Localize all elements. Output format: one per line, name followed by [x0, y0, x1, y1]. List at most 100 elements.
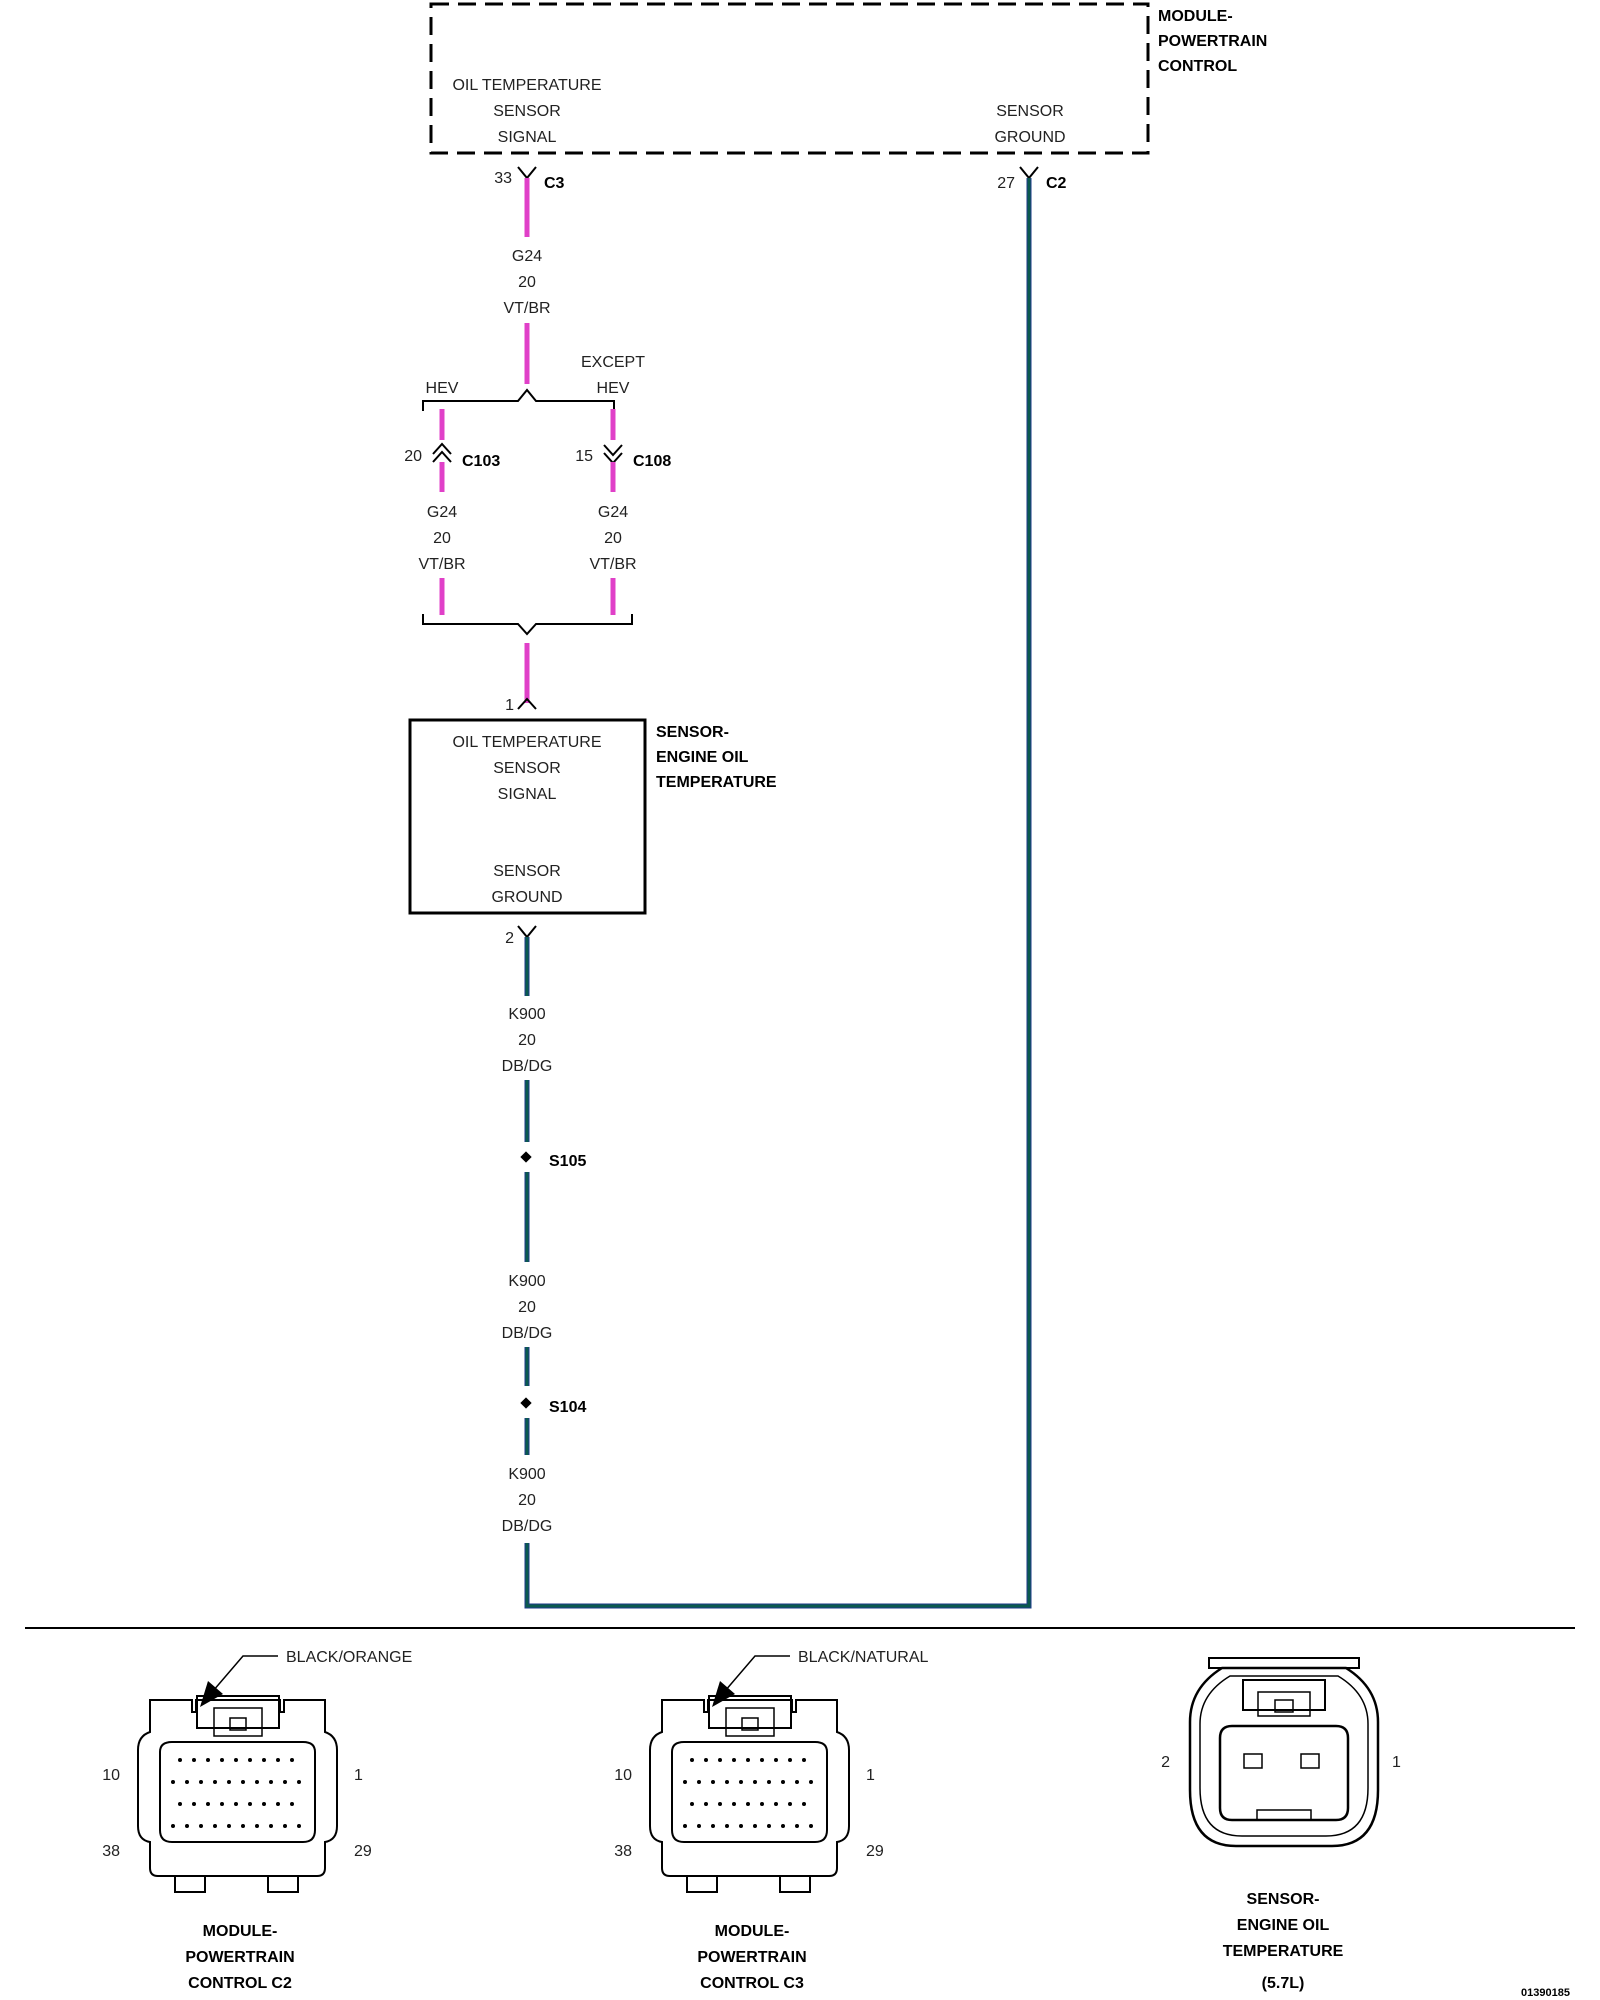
pin-cavity [704, 1802, 708, 1806]
pin-cavity [739, 1780, 743, 1784]
ground-wire-3-gauge: 20 [518, 1492, 536, 1509]
pin-cavity [767, 1780, 771, 1784]
pin-cavity [781, 1824, 785, 1828]
pcm-c2-latch-inner [213, 1707, 263, 1737]
pcm-c3-pin-10: 10 [614, 1767, 632, 1784]
option-split-brace [422, 388, 615, 411]
oil-temp-sensor: OIL TEMPERATURE SENSOR SIGNAL SENSOR GRO… [408, 718, 777, 915]
pcm-signal-pin-number: 33 [494, 170, 512, 187]
ground-wire-3-code: K900 [508, 1466, 545, 1483]
pin-cavity [746, 1758, 750, 1762]
color-callout-arrow [724, 1655, 790, 1692]
pin-cavity [290, 1802, 294, 1806]
pin-cavity [795, 1780, 799, 1784]
pcm-title-line1: MODULE- [1158, 8, 1233, 25]
connector-view-pcm-c3: BLACK/NATURAL 10 1 38 29 MODULE- POWERTR… [614, 1649, 928, 1992]
signal-wire-code: G24 [512, 248, 542, 265]
pin-cavity [802, 1758, 806, 1762]
pin-cavity [171, 1824, 175, 1828]
pin-cavity [234, 1758, 238, 1762]
pcm-c3-caption-line2: POWERTRAIN [697, 1949, 806, 1966]
ground-wire-3-color: DB/DG [502, 1518, 553, 1535]
pin-cavity [185, 1780, 189, 1784]
pin-cavity [753, 1824, 757, 1828]
sensor-conn-top-rail [1208, 1657, 1360, 1669]
pcm-title-line2: POWERTRAIN [1158, 33, 1267, 50]
pin-cavity [718, 1758, 722, 1762]
pcm-c3-caption-line1: MODULE- [715, 1923, 790, 1940]
pin-cavity [697, 1824, 701, 1828]
pcm-ground-label-line2: GROUND [994, 129, 1065, 146]
pcm-c3-pin-29: 29 [866, 1843, 884, 1860]
sensor-conn-pin-2: 2 [1161, 1754, 1170, 1771]
pcm-c3-cavity [671, 1741, 828, 1843]
pin-cavity [248, 1802, 252, 1806]
pin-cavity [171, 1780, 175, 1784]
pin-cavity [732, 1758, 736, 1762]
pin-cavity [739, 1824, 743, 1828]
pin-cavity [795, 1824, 799, 1828]
pcm-c2-caption-line3: CONTROL C2 [188, 1975, 292, 1992]
pin-cavity [213, 1780, 217, 1784]
sensor-signal-pin-symbol [517, 697, 537, 710]
pcm-c3-foot-right [779, 1875, 811, 1893]
pcm-c2-foot-left [174, 1875, 206, 1893]
pin-cavity [185, 1824, 189, 1828]
pin-cavity [213, 1824, 217, 1828]
sensor-title-line1: SENSOR- [656, 724, 729, 741]
sensor-signal-pin-number: 1 [505, 697, 514, 714]
except-hev-label-line2: HEV [597, 380, 630, 397]
pcm-signal-label-line3: SIGNAL [498, 129, 557, 146]
pin-cavity [809, 1824, 813, 1828]
pin-cavity [290, 1758, 294, 1762]
pin-cavity [206, 1758, 210, 1762]
sensor-conn-pin-1: 1 [1392, 1754, 1401, 1771]
ground-wire-2-gauge: 20 [518, 1299, 536, 1316]
pcm-c2-pin-grid [171, 1758, 301, 1828]
pin-cavity [725, 1824, 729, 1828]
pin-cavity [690, 1802, 694, 1806]
pin-cavity [269, 1780, 273, 1784]
pcm-title-line3: CONTROL [1158, 58, 1237, 75]
pcm-c2-foot-right [267, 1875, 299, 1893]
pin-cavity [767, 1824, 771, 1828]
sensor-conn-cavity [1218, 1724, 1350, 1822]
pin-cavity [276, 1802, 280, 1806]
pcm-signal-connector-id: C3 [544, 175, 565, 192]
sensor-conn-housing [1188, 1666, 1380, 1848]
pin-cavity [220, 1758, 224, 1762]
pcm-c2-caption-line1: MODULE- [203, 1923, 278, 1940]
pcm-c3-foot-left [686, 1875, 718, 1893]
pin-cavity [220, 1802, 224, 1806]
pcm-signal-label-line2: SENSOR [493, 103, 561, 120]
signal-wire-gauge: 20 [518, 274, 536, 291]
c108-connector-id: C108 [633, 453, 671, 470]
pcm-ground-label-line1: SENSOR [996, 103, 1064, 120]
pcm-ground-connector-id: C2 [1046, 175, 1067, 192]
pin-cavity [774, 1802, 778, 1806]
pin-cavity [809, 1780, 813, 1784]
except-hev-wire-color: VT/BR [589, 556, 636, 573]
ground-wire-return [525, 178, 1031, 1608]
pin-cavity [262, 1758, 266, 1762]
pin-cavity [227, 1780, 231, 1784]
sensor-title-line3: TEMPERATURE [656, 774, 777, 791]
oil-temp-sensor-box [408, 718, 647, 915]
pcm-c2-housing [137, 1699, 338, 1877]
except-hev-branch: 15 C108 G24 20 VT/BR [575, 409, 671, 615]
pin-cavity [206, 1802, 210, 1806]
sensor-signal-label-line2: SENSOR [493, 760, 561, 777]
sensor-conn-caption-line3: TEMPERATURE [1223, 1943, 1344, 1960]
sensor-conn-latch-inner [1257, 1691, 1311, 1717]
sensor-ground-label-line2: GROUND [491, 889, 562, 906]
except-hev-wire-gauge: 20 [604, 530, 622, 547]
pin-cavity [760, 1758, 764, 1762]
c103-connector-symbol [432, 442, 452, 463]
pin-cavity [255, 1780, 259, 1784]
pin-cavity [178, 1758, 182, 1762]
sensor-conn-latch-tab [1274, 1699, 1294, 1713]
pin-cavity [760, 1802, 764, 1806]
pcm-ground-pin-number: 27 [997, 175, 1015, 192]
ground-wire: K900 20 DB/DG S105 K900 20 DB/DG S104 K9… [502, 178, 1032, 1609]
ground-wire-2-color: DB/DG [502, 1325, 553, 1342]
